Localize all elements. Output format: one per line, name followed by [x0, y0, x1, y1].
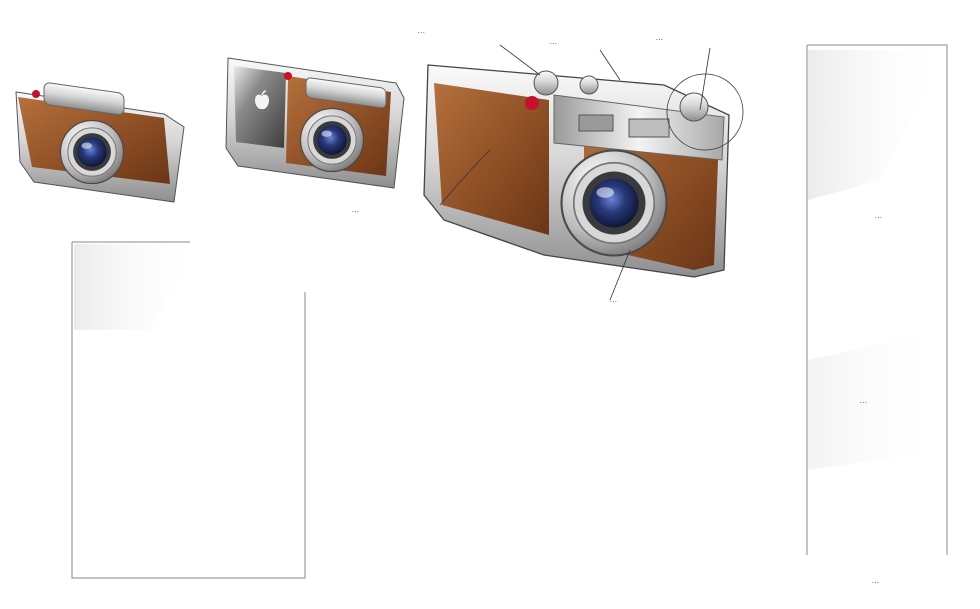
sketch-frame-lines [71, 44, 948, 579]
annotation-side-3: ... [872, 577, 880, 585]
camera-leather-hero [423, 64, 730, 278]
annotation-side-2: ... [860, 397, 868, 405]
annotation-rewind: ... [656, 34, 664, 42]
annotation-leaders [439, 44, 744, 301]
annotation-viewfinder: ... [550, 38, 558, 46]
sketch-glass-shading [74, 50, 946, 470]
annotation-side-1: ... [875, 212, 883, 220]
camera-leather-small-1 [15, 82, 185, 203]
camera-leather-apple-1 [225, 57, 405, 189]
annotation-shutter: ... [418, 27, 426, 35]
annotation-lens: ... [610, 296, 618, 304]
annotation-leica: ... [352, 206, 360, 214]
